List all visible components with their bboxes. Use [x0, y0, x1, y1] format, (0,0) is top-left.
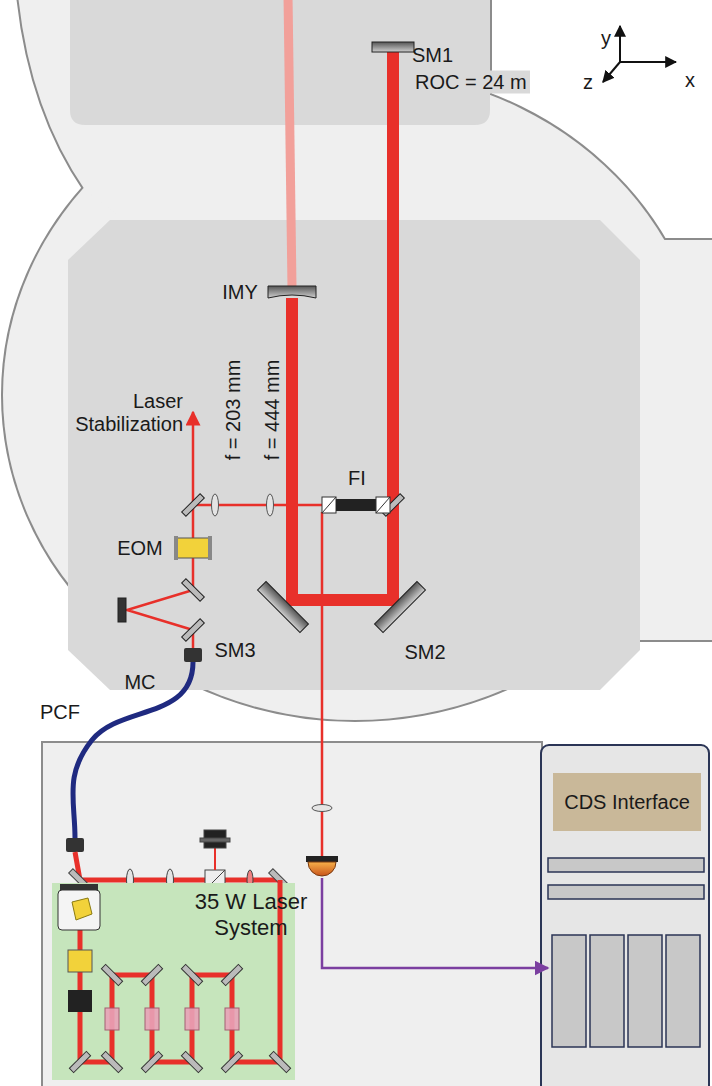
optics [214, 848, 216, 870]
axis-label: x [685, 69, 695, 92]
mirror [101, 964, 122, 985]
mirror [182, 619, 205, 642]
photodiode [306, 856, 338, 862]
mirror [141, 1051, 162, 1072]
mirror [118, 42, 425, 641]
input-beam [192, 412, 195, 505]
coordinate-axes [619, 26, 621, 62]
electronics-rack [590, 935, 624, 1047]
seed-laser [60, 884, 98, 890]
mirror [101, 1051, 122, 1072]
part-name: SM2 [404, 641, 445, 664]
main-beam [292, 52, 393, 600]
dimension: f = 203 mm [222, 360, 245, 461]
mirror [372, 42, 414, 52]
amplifier-crystal [145, 1008, 159, 1030]
optical-table [70, 0, 490, 125]
part-name: SM1 [412, 44, 453, 67]
part-name: EOM [117, 537, 163, 560]
fiber-coupler [66, 648, 202, 852]
mirror [69, 1051, 90, 1072]
photodiode [306, 856, 338, 876]
node-label: CDS Interface [553, 773, 701, 814]
laser-system-box: 35 W Laser System [52, 883, 295, 1080]
part-name: MC [124, 671, 155, 694]
coordinate-axes [603, 62, 620, 82]
input-beam [127, 412, 392, 858]
mirror [258, 582, 309, 633]
seed-laser [58, 890, 100, 930]
mirror [182, 579, 205, 602]
part-name: PCF [40, 701, 80, 724]
mirror [221, 1051, 242, 1072]
mirror [181, 964, 202, 985]
laser-room-panel [42, 742, 542, 1086]
isolator [68, 990, 92, 1012]
electronics-rack [628, 935, 662, 1047]
transmitted-beam [288, 0, 292, 288]
node-label: 35 W Laser System [160, 883, 342, 942]
axis-label: y [601, 27, 611, 50]
optical-table [68, 220, 640, 690]
cds-interface-box: CDS Interface [553, 773, 701, 831]
signal-name: Laser Stabilization [53, 390, 183, 436]
lens [312, 805, 332, 812]
mirror [118, 598, 126, 622]
eom-symbol [208, 536, 212, 560]
lens [267, 494, 274, 516]
electronics-rack [548, 885, 704, 899]
mirror [221, 964, 242, 985]
faraday-isolator [322, 497, 336, 513]
mirror [141, 964, 162, 985]
part-name: IMY [222, 281, 258, 304]
faraday-isolator [336, 499, 376, 511]
optics [200, 838, 230, 842]
photodiode [308, 862, 336, 876]
eom-symbol [174, 536, 178, 560]
amplifier-crystal [225, 1008, 239, 1030]
faraday-isolator [376, 497, 390, 513]
mirror [269, 1051, 290, 1072]
lens [212, 494, 333, 812]
faraday-isolator [376, 497, 390, 513]
part-name: SM3 [214, 639, 255, 662]
electronics-rack [548, 858, 704, 872]
eom-symbol [174, 536, 212, 560]
modulator [68, 950, 92, 972]
axis-label: z [583, 71, 593, 94]
amplifier-crystal [185, 1008, 199, 1030]
chamber-floor [3, 0, 712, 720]
faraday-isolator [322, 497, 336, 513]
coordinate-axes [620, 61, 676, 63]
eom-symbol [177, 538, 209, 558]
fiber-coupler [66, 838, 84, 852]
dimension: f = 444 mm [261, 360, 284, 461]
mirror [182, 494, 205, 517]
electronics-rack [541, 745, 709, 1086]
electronics-rack [541, 745, 709, 1086]
input-beam [127, 590, 193, 630]
mirror [181, 1051, 202, 1072]
faraday-isolator [322, 497, 390, 513]
fiber-coupler [184, 648, 202, 662]
chamber-outline [3, 0, 712, 720]
lens [212, 494, 219, 516]
photonic-crystal-fiber [73, 662, 193, 838]
electronics-rack [666, 935, 700, 1047]
mirror [375, 582, 426, 633]
amplifier-crystal [105, 1008, 119, 1030]
mirror [268, 286, 316, 298]
dimension: ROC = 24 m [412, 71, 530, 94]
part-name: FI [348, 467, 366, 490]
coordinate-axes [603, 26, 676, 82]
signal-wire [322, 878, 548, 968]
seed-laser [72, 898, 92, 920]
electronics-rack [552, 935, 586, 1047]
